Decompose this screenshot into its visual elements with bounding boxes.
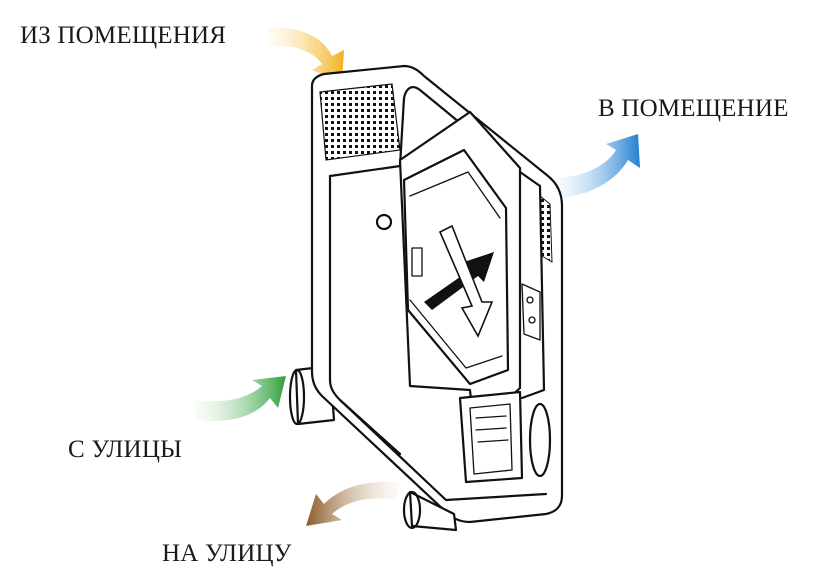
arrow-to-room-icon bbox=[556, 134, 640, 198]
arrow-to-outside-icon bbox=[306, 481, 398, 526]
label-to-room: В ПОМЕЩЕНИЕ bbox=[598, 95, 789, 122]
recuperator-unit bbox=[288, 64, 564, 532]
label-from-room: ИЗ ПОМЕЩЕНИЯ bbox=[20, 22, 227, 49]
label-to-outside: НА УЛИЦУ bbox=[162, 540, 292, 567]
arrow-from-outside-icon bbox=[196, 376, 286, 422]
label-from-outside: С УЛИЦЫ bbox=[68, 436, 183, 463]
arrow-from-room-icon bbox=[268, 27, 344, 82]
